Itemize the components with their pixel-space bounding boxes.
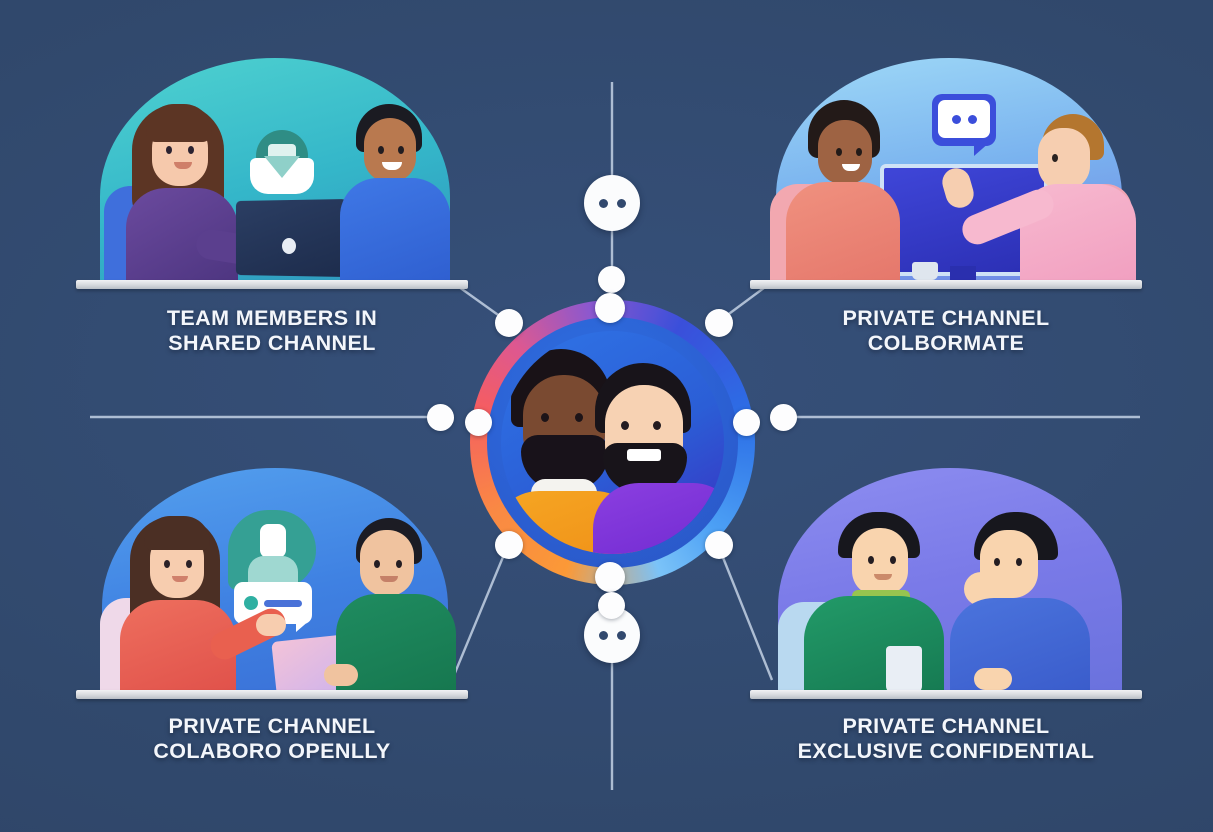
- hub-manA-eye-left: [541, 413, 549, 422]
- node-ring-right[interactable]: [733, 409, 760, 436]
- link-bl-diagonal: [450, 544, 510, 681]
- caption-line-2: SHARED CHANNEL: [168, 331, 376, 355]
- caption-bottom-left: PRIVATE CHANNEL COLABORO OPENLLY: [76, 714, 468, 764]
- node-br-spoke[interactable]: [705, 531, 733, 559]
- woman-eye-right: [856, 148, 862, 156]
- caption-line-2: COLBORMATE: [867, 331, 1025, 355]
- manB-eye-right: [1016, 558, 1022, 566]
- illustration-top-right: [752, 58, 1142, 282]
- man-smile: [382, 162, 402, 170]
- caption-line-1: PRIVATE CHANNEL: [842, 714, 1050, 738]
- woman-eye-left: [164, 560, 170, 568]
- quadrant-bottom-left: PRIVATE CHANNEL COLABORO OPENLLY: [76, 468, 468, 763]
- caption-line-2: EXCLUSIVE CONFIDENTIAL: [797, 739, 1095, 763]
- ellipsis-dot-2: [616, 630, 626, 640]
- woman-body: [786, 182, 900, 282]
- desk-shelf-bottom-left: [76, 690, 468, 699]
- chat-ellipsis-node-top[interactable]: [584, 175, 640, 231]
- woman-eye-right: [186, 560, 192, 568]
- hub-manB-teeth: [627, 449, 661, 461]
- woman-eye-left: [166, 146, 172, 154]
- monitor-stand: [950, 266, 976, 280]
- manB-eye-left: [994, 558, 1000, 566]
- hub-manB-eye-right: [653, 421, 661, 430]
- woman-smile: [842, 164, 860, 171]
- ellipsis-dot-1: [598, 630, 608, 640]
- woman-eye-right: [188, 146, 194, 154]
- woman-hand: [256, 614, 286, 636]
- man-eye-left: [378, 146, 384, 154]
- message-avatar: [244, 596, 258, 610]
- link-br-diagonal: [716, 544, 774, 681]
- node-bottom-center[interactable]: [598, 592, 625, 619]
- hub-portrait: [501, 331, 724, 554]
- quadrant-bottom-right: PRIVATE CHANNEL EXCLUSIVE CONFIDENTIAL: [750, 468, 1142, 763]
- cup: [912, 262, 938, 280]
- caption-line-1: TEAM MEMBERS IN: [166, 306, 378, 330]
- woman-smile: [172, 576, 188, 582]
- desk-shelf-bottom-right: [750, 690, 1142, 699]
- cup: [886, 646, 922, 692]
- node-tl-spoke[interactable]: [495, 309, 523, 337]
- caption-line-1: PRIVATE CHANNEL: [168, 714, 376, 738]
- manA-eye-right: [890, 556, 896, 564]
- caption-bottom-right: PRIVATE CHANNEL EXCLUSIVE CONFIDENTIAL: [740, 714, 1152, 764]
- woman-face: [818, 120, 872, 184]
- node-left-line[interactable]: [427, 404, 454, 431]
- chat-dot-2: [968, 115, 977, 124]
- caption-top-left: TEAM MEMBERS IN SHARED CHANNEL: [76, 306, 468, 356]
- chat-bubble-inner: [938, 100, 990, 138]
- man-hand: [324, 664, 358, 686]
- woman-bangs: [144, 516, 210, 550]
- man-eye-right: [396, 560, 402, 568]
- illustration-bottom-left: [78, 468, 468, 692]
- central-hub[interactable]: [470, 300, 755, 585]
- man-eye-right: [398, 146, 404, 154]
- manB-body: [950, 598, 1090, 692]
- caption-line-1: PRIVATE CHANNEL: [842, 306, 1050, 330]
- quadrant-top-left: TEAM MEMBERS IN SHARED CHANNEL: [76, 58, 468, 355]
- node-ring-left[interactable]: [465, 409, 492, 436]
- profile-head: [260, 524, 286, 558]
- profile-body: [248, 556, 298, 582]
- woman-eye-left: [836, 148, 842, 156]
- manA-eye-left: [868, 556, 874, 564]
- node-ring-top[interactable]: [595, 293, 625, 323]
- manA-smile: [874, 574, 892, 580]
- illustration-bottom-right: [752, 468, 1142, 692]
- quadrant-top-right: PRIVATE CHANNEL COLBORMATE: [750, 58, 1142, 355]
- node-ring-bottom[interactable]: [595, 562, 625, 592]
- desk-shelf-top-left: [76, 280, 468, 289]
- manA-body: [804, 596, 944, 692]
- ellipsis-dot-2: [616, 198, 626, 208]
- node-tr-spoke[interactable]: [705, 309, 733, 337]
- woman-hair-front: [146, 104, 212, 142]
- hub-manB-eye-left: [621, 421, 629, 430]
- man-eye-left: [374, 560, 380, 568]
- node-top-center[interactable]: [598, 266, 625, 293]
- man-smile: [380, 576, 398, 582]
- caption-line-2: COLABORO OPENLLY: [153, 739, 391, 763]
- illustration-top-left: [78, 58, 468, 282]
- manA-face: [852, 528, 908, 596]
- man-face: [360, 530, 414, 596]
- caption-top-right: PRIVATE CHANNEL COLBORMATE: [750, 306, 1142, 356]
- chat-dot-1: [952, 115, 961, 124]
- man-body: [340, 178, 450, 282]
- laptop-logo: [282, 238, 296, 254]
- node-bl-spoke[interactable]: [495, 531, 523, 559]
- hub-manA-eye-right: [575, 413, 583, 422]
- desk-shelf-top-right: [750, 280, 1142, 289]
- message-line: [264, 600, 302, 607]
- woman-smile: [174, 162, 192, 169]
- man-face: [364, 118, 416, 182]
- man-eye: [1052, 154, 1058, 162]
- ellipsis-dot-1: [598, 198, 608, 208]
- man-face: [1038, 128, 1090, 190]
- hub-manB-body: [593, 483, 724, 554]
- node-right-line[interactable]: [770, 404, 797, 431]
- manB-hand: [974, 668, 1012, 690]
